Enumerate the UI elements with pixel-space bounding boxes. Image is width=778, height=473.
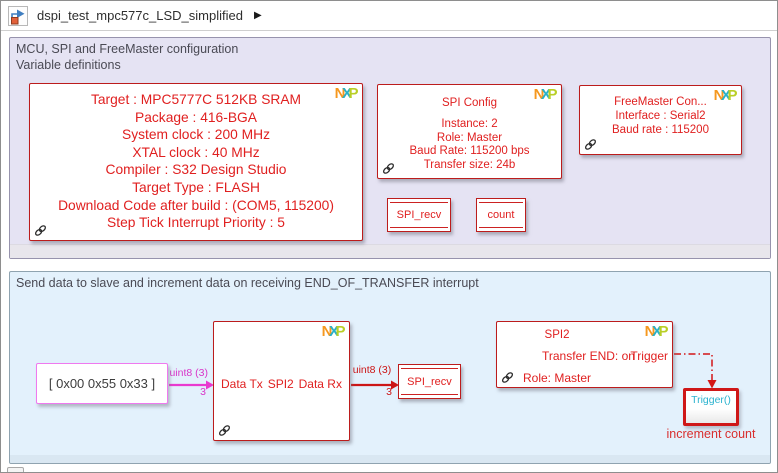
datastore-line	[401, 394, 458, 395]
mcu-line: System clock : 200 MHz	[122, 127, 270, 143]
constant-block[interactable]: [ 0x00 0x55 0x33 ]	[36, 363, 168, 404]
constant-value: [ 0x00 0x55 0x33 ]	[48, 376, 156, 391]
spi-config-line: Instance: 2	[441, 118, 498, 130]
spi-config-line: Transfer size: 24b	[423, 158, 516, 171]
trigger-function-call-wire[interactable]	[674, 353, 717, 389]
datastore-label: SPI_recv	[407, 375, 452, 388]
freemaster-line: FreeMaster Con...	[614, 96, 707, 108]
nxp-logo: NXP	[713, 87, 738, 104]
interrupt-role-label: Role: Master	[522, 371, 592, 385]
spi-config-line: Role: Master	[436, 131, 503, 144]
trigger-port-label: Trigger()	[691, 394, 731, 406]
datastore-line	[390, 202, 448, 203]
breadcrumb-model-name[interactable]: dspi_test_mpc577c_LSD_simplified	[37, 8, 243, 23]
datastore-label: count	[487, 209, 515, 221]
rx-signal-width-label: 3	[386, 386, 392, 398]
interrupt-status-label: Transfer END: on	[542, 349, 635, 363]
signal-wires	[169, 353, 717, 390]
transfer-area-footer-strip	[10, 455, 770, 463]
nxp-logo: NXP	[321, 323, 346, 340]
spi-config-line: Baud Rate: 115200 bps	[409, 145, 530, 158]
freemaster-line: Baud rate : 115200	[612, 124, 709, 136]
mcu-line: XTAL clock : 40 MHz	[132, 144, 260, 160]
breadcrumb: dspi_test_mpc577c_LSD_simplified ▶	[1, 1, 777, 31]
library-link-icon	[218, 424, 231, 437]
tx-signal-width-label: 3	[200, 386, 206, 398]
interrupt-block-title: SPI2	[544, 329, 570, 341]
tx-signal-wire[interactable]	[169, 380, 214, 390]
config-area-title-line2: Variable definitions	[16, 58, 121, 72]
nxp-logo: NXP	[533, 86, 558, 103]
config-area-footer-strip	[10, 244, 770, 258]
datastore-line	[479, 227, 523, 228]
config-area-title-line1: MCU, SPI and FreeMaster configuration	[16, 42, 239, 56]
subsystem-caption[interactable]: increment count	[666, 427, 756, 441]
nxp-logo: NXP	[644, 323, 669, 340]
spi-config-text: Instance: 2 Role: Master Baud Rate: 1152…	[378, 118, 561, 172]
breadcrumb-arrow-icon[interactable]: ▶	[253, 10, 262, 21]
spi2-interrupt-block[interactable]: NXP SPI2 Transfer END: on Trigger Role: …	[496, 321, 673, 388]
datastore-line	[401, 368, 458, 369]
library-link-icon	[501, 371, 514, 384]
rx-signal-wire[interactable]	[351, 380, 399, 390]
mcu-config-block[interactable]: NXP Target : MPC5777C 512KB SRAM Package…	[29, 83, 363, 241]
tx-signal-type-label: uint8 (3)	[169, 367, 208, 379]
datastore-line	[479, 202, 523, 203]
freemaster-line: Interface : Serial2	[615, 110, 706, 122]
mcu-line: Step Tick Interrupt Priority : 5	[107, 215, 285, 231]
library-link-icon	[34, 224, 47, 237]
library-link-icon	[584, 138, 597, 151]
spi2-inport-label: Data Tx	[221, 377, 263, 391]
mcu-line: Target : MPC5777C 512KB SRAM	[90, 92, 302, 107]
hidden-panel-toggle[interactable]	[7, 467, 24, 472]
rx-signal-type-label: uint8 (3)	[352, 364, 392, 376]
trigger-outport-label: Trigger	[630, 349, 668, 363]
freemaster-config-block[interactable]: NXP FreeMaster Con... Interface : Serial…	[579, 85, 742, 155]
spi2-block-name: SPI2	[267, 377, 294, 391]
mcu-line: Download Code after build : (COM5, 11520…	[58, 197, 334, 213]
datastore-line	[390, 227, 448, 228]
spi-recv-datastore-write[interactable]: SPI_recv	[398, 364, 461, 399]
mcu-line: Package : 416-BGA	[135, 109, 257, 125]
transfer-area-title: Send data to slave and increment data on…	[16, 276, 479, 290]
spi-config-block[interactable]: NXP SPI Config Instance: 2 Role: Master …	[377, 84, 562, 179]
nxp-logo: NXP	[334, 85, 359, 102]
mcu-line: Target Type : FLASH	[132, 179, 260, 195]
increment-count-subsystem[interactable]: Trigger()	[683, 388, 739, 426]
spi2-outport-label: Data Rx	[298, 377, 342, 391]
freemaster-text: FreeMaster Con... Interface : Serial2 Ba…	[580, 95, 741, 137]
spi-recv-datastore[interactable]: SPI_recv	[387, 198, 451, 232]
spi-config-title: SPI Config	[442, 97, 497, 109]
model-icon	[8, 5, 28, 26]
count-datastore[interactable]: count	[476, 198, 526, 232]
spi2-transfer-block[interactable]: NXP Data Tx SPI2 Data Rx	[213, 321, 350, 441]
library-link-icon	[382, 162, 395, 175]
mcu-line: Compiler : S32 Design Studio	[105, 162, 287, 178]
datastore-label: SPI_recv	[396, 209, 442, 221]
mcu-config-text: Target : MPC5777C 512KB SRAM Package : 4…	[30, 84, 362, 232]
